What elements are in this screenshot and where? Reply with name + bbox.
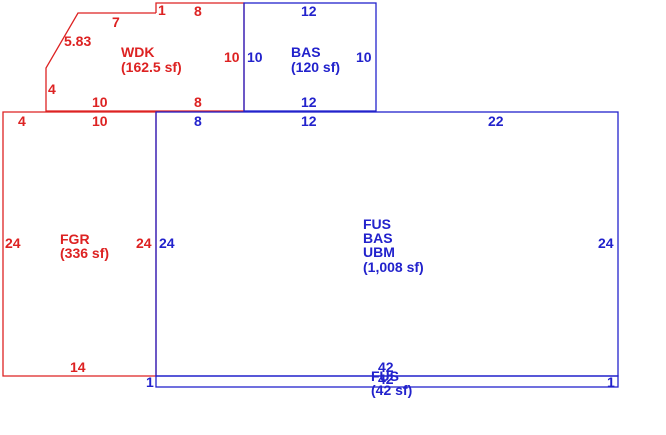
dim-strip-top-42: 42 — [378, 359, 394, 375]
dim-strip-bottom-42: 42 — [378, 371, 394, 387]
main-label-line1: FUS — [363, 216, 391, 232]
dim-wdk-top-1: 1 — [158, 2, 166, 18]
dim-main-left-24: 24 — [159, 235, 175, 251]
dim-bas-right-10: 10 — [356, 49, 372, 65]
dim-bas-left-10: 10 — [247, 49, 263, 65]
bas-top-area: (120 sf) — [291, 59, 340, 75]
dim-wdk-top-8: 8 — [194, 3, 202, 19]
fgr-label: FGR — [60, 231, 90, 247]
dim-bas-bottom-12: 12 — [301, 94, 317, 110]
fus-strip-area: (42 sf) — [371, 382, 412, 398]
bas-top-label: BAS — [291, 44, 321, 60]
wdk-area: (162.5 sf) — [121, 59, 182, 75]
dim-wdk-right-10: 10 — [224, 49, 240, 65]
dim-fgr-left-24: 24 — [5, 235, 21, 251]
dim-fgr-top-10: 10 — [92, 113, 108, 129]
dim-wdk-top-7: 7 — [112, 14, 120, 30]
dim-main-top-12: 12 — [301, 113, 317, 129]
dim-fgr-bottom-14: 14 — [70, 359, 86, 375]
fgr-area: (336 sf) — [60, 245, 109, 261]
bas-top-outline — [243, 2, 377, 112]
dim-strip-right-1: 1 — [607, 374, 615, 390]
main-label-line3: UBM — [363, 244, 395, 260]
dim-wdk-bottom-8: 8 — [194, 94, 202, 110]
fus-strip-outline — [155, 375, 619, 388]
dim-fgr-top-4: 4 — [18, 113, 26, 129]
dim-strip-left-1: 1 — [146, 374, 154, 390]
dim-wdk-bottom-10: 10 — [92, 94, 108, 110]
wdk-outline — [45, 2, 245, 112]
wdk-label: WDK — [121, 44, 154, 60]
dim-main-top-22: 22 — [488, 113, 504, 129]
dim-wdk-diag: 5.83 — [64, 33, 91, 49]
dim-main-top-8: 8 — [194, 113, 202, 129]
dim-wdk-left-4: 4 — [48, 81, 56, 97]
fus-strip-label: FUS — [371, 368, 399, 384]
main-label-line2: BAS — [363, 230, 393, 246]
dim-bas-top-12: 12 — [301, 3, 317, 19]
dim-main-right-24: 24 — [598, 235, 614, 251]
main-area: (1,008 sf) — [363, 259, 424, 275]
dim-fgr-right-24: 24 — [136, 235, 152, 251]
